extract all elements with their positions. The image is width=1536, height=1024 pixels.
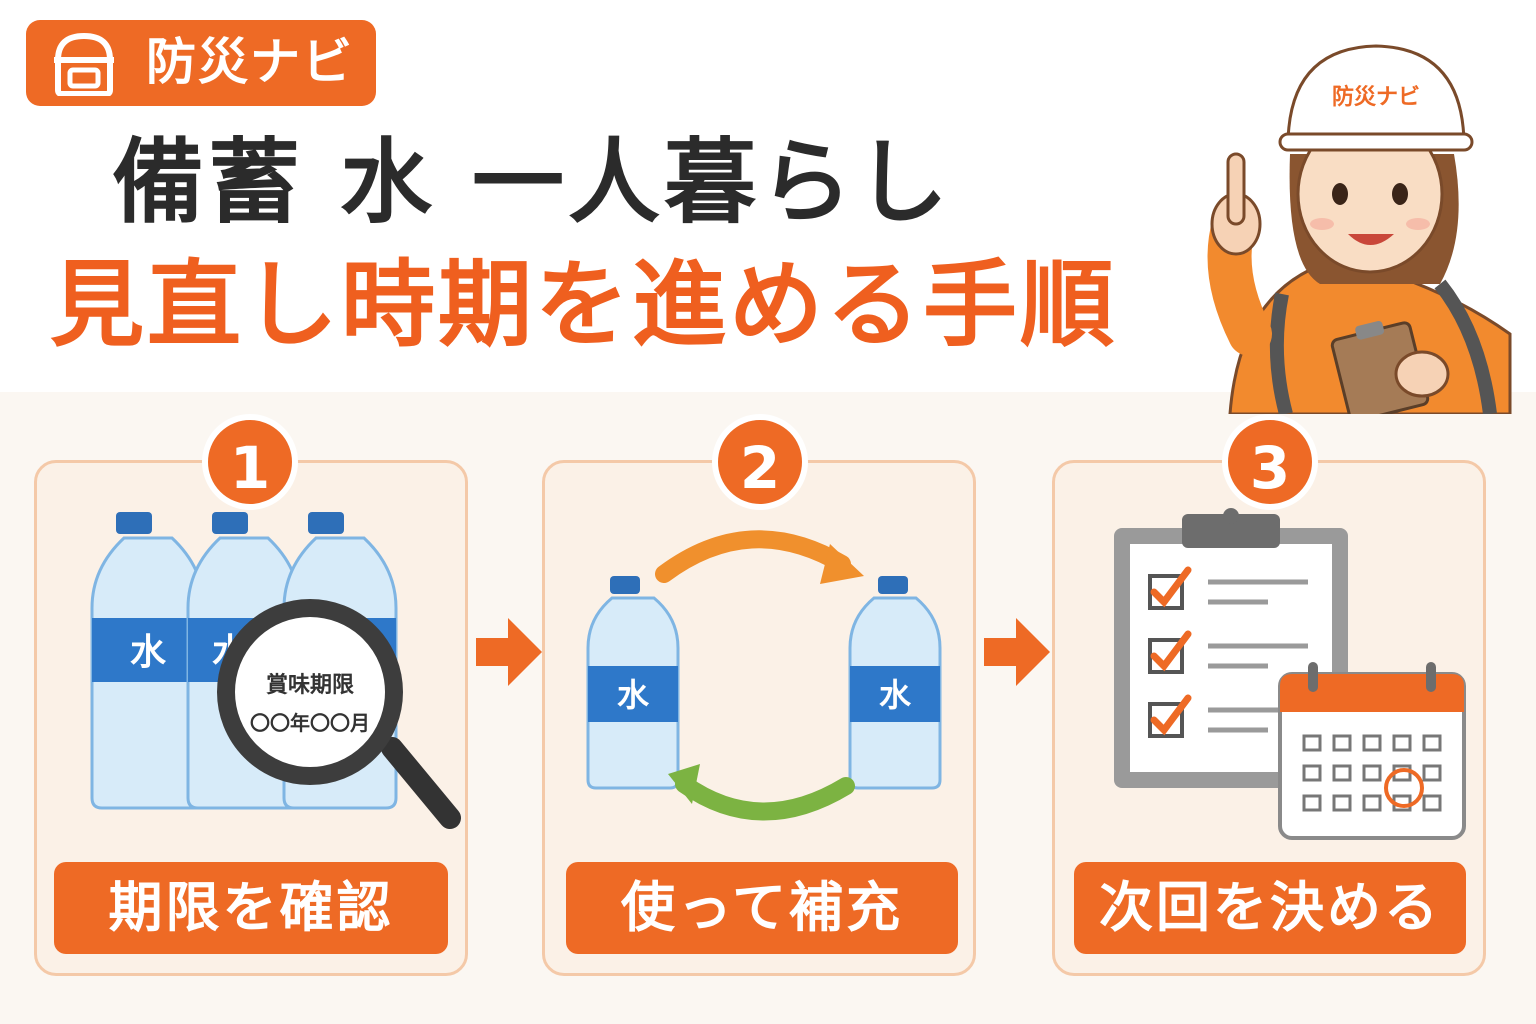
step-label-3: 次回を決める (1074, 862, 1466, 954)
svg-text:水: 水 (617, 676, 650, 714)
step-label-2: 使って補充 (566, 862, 958, 954)
cycle-arrow-green-icon (675, 775, 855, 821)
magnifier-label-2: 〇〇年〇〇月 (250, 711, 370, 735)
magnifier-label-1: 賞味期限 (266, 672, 354, 698)
arrow-right-icon (476, 618, 542, 686)
checklist-calendar-illustration (1114, 508, 1466, 840)
magnifier-icon: 賞味期限 〇〇年〇〇月 (217, 599, 461, 829)
backpack-icon (54, 32, 114, 96)
logo-text: 防災ナビ (146, 33, 354, 91)
calendar-icon (1278, 662, 1466, 840)
page-subtitle: 見直し時期を進める手順 (50, 251, 1118, 360)
arrow-right-icon (984, 618, 1050, 686)
rotation-cycle-illustration: 水 水 (586, 530, 942, 821)
brand-logo: 防災ナビ (26, 20, 376, 106)
bottles-magnifier-illustration: 水 水 賞味期限 〇〇年〇〇月 (90, 512, 461, 829)
helmet-text: 防災ナビ (1332, 85, 1420, 110)
step-number-3: 3 (1222, 414, 1318, 510)
mascot-illustration: 防災ナビ (1207, 44, 1512, 414)
water-bottle-icon: 水 (586, 576, 680, 790)
step-number-1: 1 (202, 414, 298, 510)
water-bottle-icon: 水 (848, 576, 942, 790)
svg-text:水: 水 (130, 632, 167, 673)
cycle-arrow-orange-icon (655, 530, 851, 583)
step-number-2: 2 (712, 414, 808, 510)
svg-text:水: 水 (879, 676, 912, 714)
page-title: 備蓄 水 一人暮らし (112, 129, 953, 236)
step-label-1: 期限を確認 (54, 862, 448, 954)
